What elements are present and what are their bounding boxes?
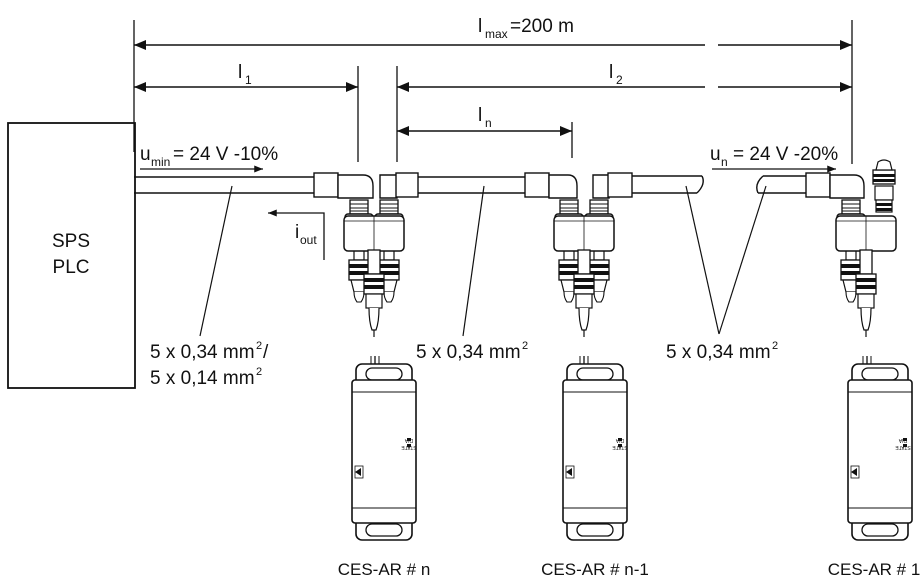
dimension-l2-subscript: 2 <box>616 73 623 87</box>
bus-cable <box>134 175 808 194</box>
device-1-caption: CES-AR # 1 <box>828 560 921 579</box>
device-n-1-state-mark: STATE <box>612 444 628 450</box>
voltage-un-symbol: u <box>710 144 721 165</box>
dimension-l2-symbol: l <box>609 62 613 83</box>
dimension-lmax-symbol: l <box>478 16 482 37</box>
device-1-dia-mark: DIA <box>898 437 907 443</box>
voltage-un-subscript: n <box>721 155 728 169</box>
cable-label-first-line1-tail: / <box>263 342 269 363</box>
dimension-l2: l 2 <box>397 62 852 92</box>
voltage-umin-symbol: u <box>140 144 151 165</box>
cable-label-first: 5 x 0,34 mm 2 / 5 x 0,14 mm 2 <box>150 185 269 389</box>
device-n-caption: CES-AR # n <box>338 560 431 579</box>
cable-label-middle-text: 5 x 0,34 mm <box>416 342 521 363</box>
plc-box: SPS PLC <box>7 122 136 389</box>
t-junction-n-1 <box>553 199 615 337</box>
voltage-umin-subscript: min <box>151 155 170 169</box>
cable-label-first-line2-sup: 2 <box>256 366 262 378</box>
cable-label-middle-sup: 2 <box>522 340 528 352</box>
dimension-l1-symbol: l <box>238 62 242 83</box>
cable-label-first-line1: 5 x 0,34 mm <box>150 342 255 363</box>
voltage-umin: u min = 24 V -10% <box>140 144 278 173</box>
voltage-un: u n = 24 V -20% <box>710 144 838 173</box>
voltage-umin-value: = 24 V -10% <box>173 144 278 165</box>
device-1: STATE DIA CES-AR # 1 <box>828 356 921 579</box>
plc-label-plc: PLC <box>53 257 90 278</box>
device-n-dia-mark: DIA <box>404 437 413 443</box>
dimension-lmax-subscript: max <box>485 27 508 41</box>
device-n-1-dia-mark: DIA <box>615 437 624 443</box>
current-iout: i out <box>268 209 325 260</box>
device-n-1-caption: CES-AR # n-1 <box>541 560 649 579</box>
current-iout-symbol: i <box>295 222 299 243</box>
dimension-lmax: l max =200 m <box>134 16 852 50</box>
device-n: STATE DIA CES-AR # n <box>338 356 431 579</box>
cable-label-first-line1-sup: 2 <box>256 340 262 352</box>
cable-label-right: 5 x 0,34 mm 2 <box>666 185 778 363</box>
cable-label-first-line2: 5 x 0,14 mm <box>150 368 255 389</box>
current-iout-subscript: out <box>300 233 317 247</box>
dimension-ln: l n <box>397 105 572 136</box>
cable-label-right-text: 5 x 0,34 mm <box>666 342 771 363</box>
voltage-un-value: = 24 V -20% <box>733 144 838 165</box>
extension-lines <box>133 20 853 164</box>
cable-label-middle: 5 x 0,34 mm 2 <box>416 185 528 363</box>
device-n-state-mark: STATE <box>401 444 417 450</box>
dimension-l1-subscript: 1 <box>245 73 252 87</box>
dimension-l1: l 1 <box>134 62 358 92</box>
dimension-ln-symbol: l <box>478 105 482 126</box>
plc-label-sps: SPS <box>52 231 90 252</box>
dimension-lmax-value: =200 m <box>510 16 574 37</box>
cable-label-right-sup: 2 <box>772 340 778 352</box>
device-1-state-mark: STATE <box>895 444 911 450</box>
t-junction-1 <box>835 159 897 337</box>
t-junction-n <box>343 199 405 337</box>
dimension-ln-subscript: n <box>485 116 492 130</box>
device-n-1: STATE DIA CES-AR # n-1 <box>541 356 649 579</box>
bus-connectors <box>313 172 865 199</box>
